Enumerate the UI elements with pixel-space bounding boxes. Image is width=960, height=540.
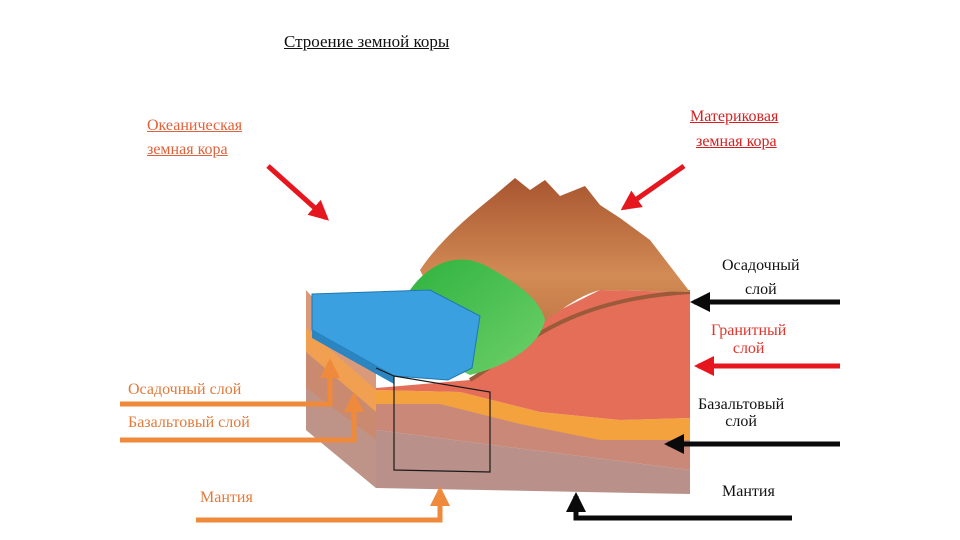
left-basalt-arrow (120, 392, 364, 443)
oceanic-crust-label: Океаническая земная кора (147, 114, 242, 162)
left-mantle-arrow (196, 486, 450, 523)
detail-box (375, 367, 491, 473)
right-granite-label-line2: слой (732, 340, 765, 357)
continental-crust-label-line1: Материковая (690, 108, 779, 125)
left-mantle-label: Мантия (200, 489, 253, 506)
right-granite-label-line1: Гранитный (711, 322, 787, 339)
continental-crust-label: Материковая земная кора (690, 104, 778, 154)
right-basalt-label-line2: слой (725, 413, 757, 430)
right-sedimentary-label-line1: Осадочный (722, 257, 800, 274)
right-sedimentary-label-line2: слой (745, 281, 777, 298)
oceanic-crust-label-line1: Океаническая (147, 117, 243, 134)
sedimentary-layer-lower (376, 390, 690, 440)
basalt-layer (376, 400, 690, 470)
left-sedimentary-arrow (120, 358, 340, 407)
granite-layer (376, 290, 690, 420)
right-basalt-label-line1: Базальтовый (698, 396, 785, 413)
left-basalt-label: Базальтовый слой (128, 414, 250, 431)
oceanic-crust-arrow (266, 164, 329, 221)
right-mantle-label: Мантия (722, 483, 775, 500)
ocean-surface (311, 289, 481, 381)
right-granite-label: Гранитный слой (711, 322, 786, 358)
diagram-title: Строение земной коры (284, 32, 450, 51)
mantle-layer (376, 430, 690, 494)
continental-crust-label-line2: земная кора (696, 133, 777, 150)
oceanic-crust-label-line2: земная кора (147, 141, 228, 158)
continental-crust-arrow (620, 163, 686, 211)
right-basalt-label: Базальтовый слой (698, 396, 784, 430)
left-sedimentary-label: Осадочный слой (128, 381, 242, 398)
right-mantle-arrow (566, 492, 792, 521)
